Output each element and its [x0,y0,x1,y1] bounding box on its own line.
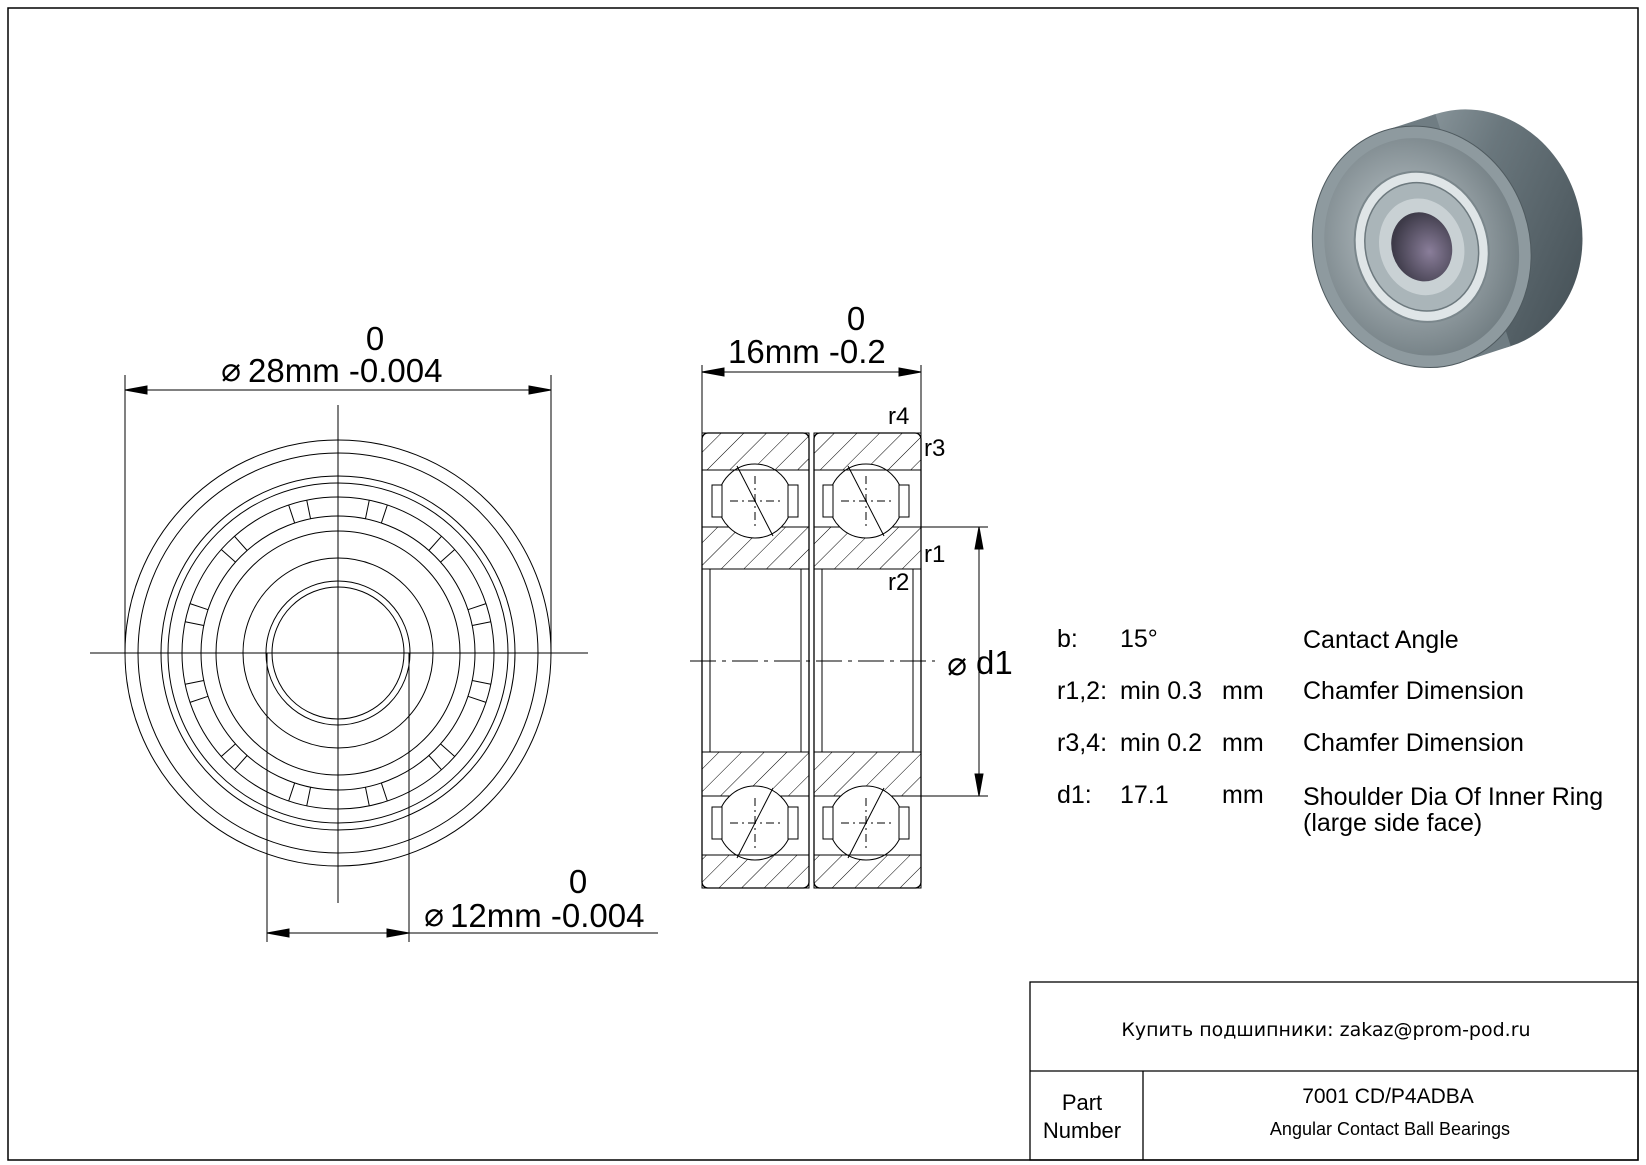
bore-diameter-value: 12mm -0.004 [450,897,644,934]
spec-table: b: 15° Cantact Angle r1,2: min 0.3 mm Ch… [1057,625,1603,837]
cage-pocket-edge [234,755,248,771]
spec-value: 17.1 [1120,781,1169,809]
outer-diameter-dimension [124,375,552,653]
d1-dimension [921,526,988,797]
cage-pocket-edge [472,679,491,685]
spec-key: b: [1057,625,1078,653]
title-block [1029,981,1639,1161]
bearing-3d-image [1311,109,1583,369]
spec-value: 15° [1120,625,1158,653]
d1-symbol: ⌀ [947,645,967,682]
spec-value: min 0.2 [1120,729,1202,757]
spec-unit: mm [1222,677,1264,705]
cage-pocket-edge [428,535,442,551]
chamfer-label-r2: r2 [888,569,909,596]
spec-description: Shoulder Dia Of Inner Ring [1303,783,1603,811]
cage-pocket-edge [306,500,312,519]
cage-pocket-edge [472,621,491,627]
cage-pocket-edge [440,549,456,563]
bore-diameter-tolerance: 0 [569,863,587,900]
cage-pocket-edge [364,500,370,519]
width-dimension [701,365,922,433]
cage-pocket-edge [467,695,487,703]
cage-pocket-edge [428,755,442,771]
cage-pocket-edge [380,782,388,802]
spec-description: Chamfer Dimension [1303,677,1524,705]
cage-pocket-edge [185,679,204,685]
outer-diameter-value: 28mm -0.004 [248,352,442,389]
spec-row: d1: 17.1 mm Shoulder Dia Of Inner Ring (… [1057,781,1603,837]
front-view [90,405,588,903]
cage-pocket-edge [440,743,456,757]
cage-pocket-edge [220,743,236,757]
cage-pockets [185,500,491,806]
cage-pocket-edge [364,787,370,806]
spec-unit: mm [1222,781,1264,809]
cage-pocket-edge [288,782,296,802]
spec-key: r3,4: [1057,729,1107,757]
cage-pocket-edge [467,603,487,611]
title-block-number-label: Number [1043,1118,1121,1143]
spec-row: r3,4: min 0.2 mm Chamfer Dimension [1057,729,1524,757]
cage-pocket-edge [189,695,209,703]
section-view [690,432,935,889]
chamfer-label-r3: r3 [924,435,945,462]
outer-diameter-symbol: ⌀ [221,351,241,388]
cage-pocket-edge [234,535,248,551]
cage-pocket-edge [189,603,209,611]
d1-label: d1 [976,644,1013,681]
spec-key: d1: [1057,781,1092,809]
spec-value: min 0.3 [1120,677,1202,705]
cage-pocket-edge [185,621,204,627]
spec-unit: mm [1222,729,1264,757]
spec-description: Chamfer Dimension [1303,729,1524,757]
spec-row: r1,2: min 0.3 mm Chamfer Dimension [1057,677,1524,705]
title-block-part-number: 7001 CD/P4ADBA [1302,1085,1474,1108]
title-block-contact: Купить подшипники: zakaz@prom-pod.ru [1121,1019,1530,1041]
bore-diameter-symbol: ⌀ [424,896,444,933]
chamfer-label-r4: r4 [888,403,909,430]
cage-pocket-edge [288,504,296,524]
cage-pocket-edge [220,549,236,563]
spec-row: b: 15° Cantact Angle [1057,625,1459,654]
width-value: 16mm -0.2 [728,333,886,370]
bore-diameter-dimension [266,653,658,942]
chamfer-label-r1: r1 [924,541,945,568]
spec-description: Cantact Angle [1303,626,1459,654]
drawing-frame [7,7,1639,1161]
title-block-part-label: Part [1062,1090,1102,1115]
cage-pocket-edge [380,504,388,524]
spec-key: r1,2: [1057,677,1107,705]
title-block-part-description: Angular Contact Ball Bearings [1270,1119,1510,1139]
cage-pocket-edge [306,787,312,806]
width-tolerance: 0 [847,300,865,337]
spec-description-line2: (large side face) [1303,809,1482,837]
outer-diameter-tolerance: 0 [366,320,384,357]
